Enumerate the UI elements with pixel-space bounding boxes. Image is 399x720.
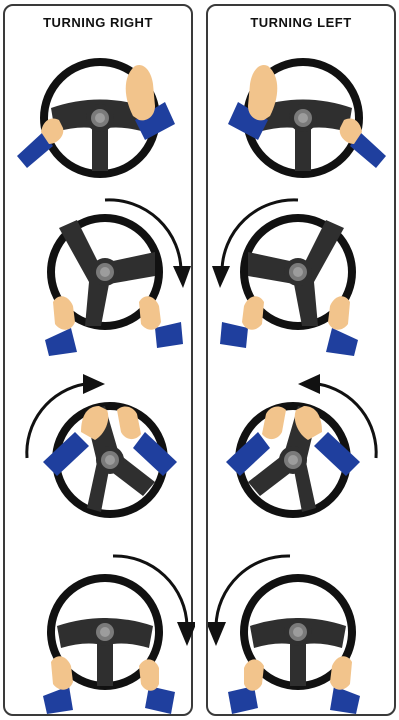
left-step-1	[208, 36, 398, 206]
rotation-arrow-icon	[212, 266, 230, 288]
hand-icon	[220, 296, 264, 348]
hand-icon	[139, 296, 183, 348]
hand-icon	[340, 119, 386, 169]
hand-icon	[43, 656, 73, 714]
hand-icon	[330, 656, 360, 714]
rotation-arrow-icon	[173, 266, 191, 288]
turning-left-panel: TURNING LEFT	[206, 4, 396, 716]
hand-icon	[139, 659, 175, 714]
right-step-3	[5, 362, 195, 532]
rotation-arrow-icon	[216, 556, 290, 626]
left-step-3	[208, 362, 398, 532]
turning-right-panel: TURNING RIGHT	[3, 4, 193, 716]
hand-icon	[17, 119, 63, 169]
right-step-2	[5, 192, 195, 362]
hand-icon	[228, 659, 264, 714]
panel-title-turning-right: TURNING RIGHT	[5, 15, 191, 30]
right-step-1	[5, 36, 195, 206]
rotation-arrow-icon	[208, 622, 226, 646]
rotation-arrow-icon	[298, 374, 320, 394]
hand-icon	[45, 296, 77, 356]
right-step-4	[5, 546, 195, 716]
rotation-arrow-icon	[83, 374, 105, 394]
left-step-4	[208, 546, 398, 716]
panel-title-turning-left: TURNING LEFT	[208, 15, 394, 30]
left-step-2	[208, 192, 398, 362]
hand-icon	[326, 296, 358, 356]
rotation-arrow-icon	[177, 622, 195, 646]
rotation-arrow-icon	[113, 556, 187, 626]
